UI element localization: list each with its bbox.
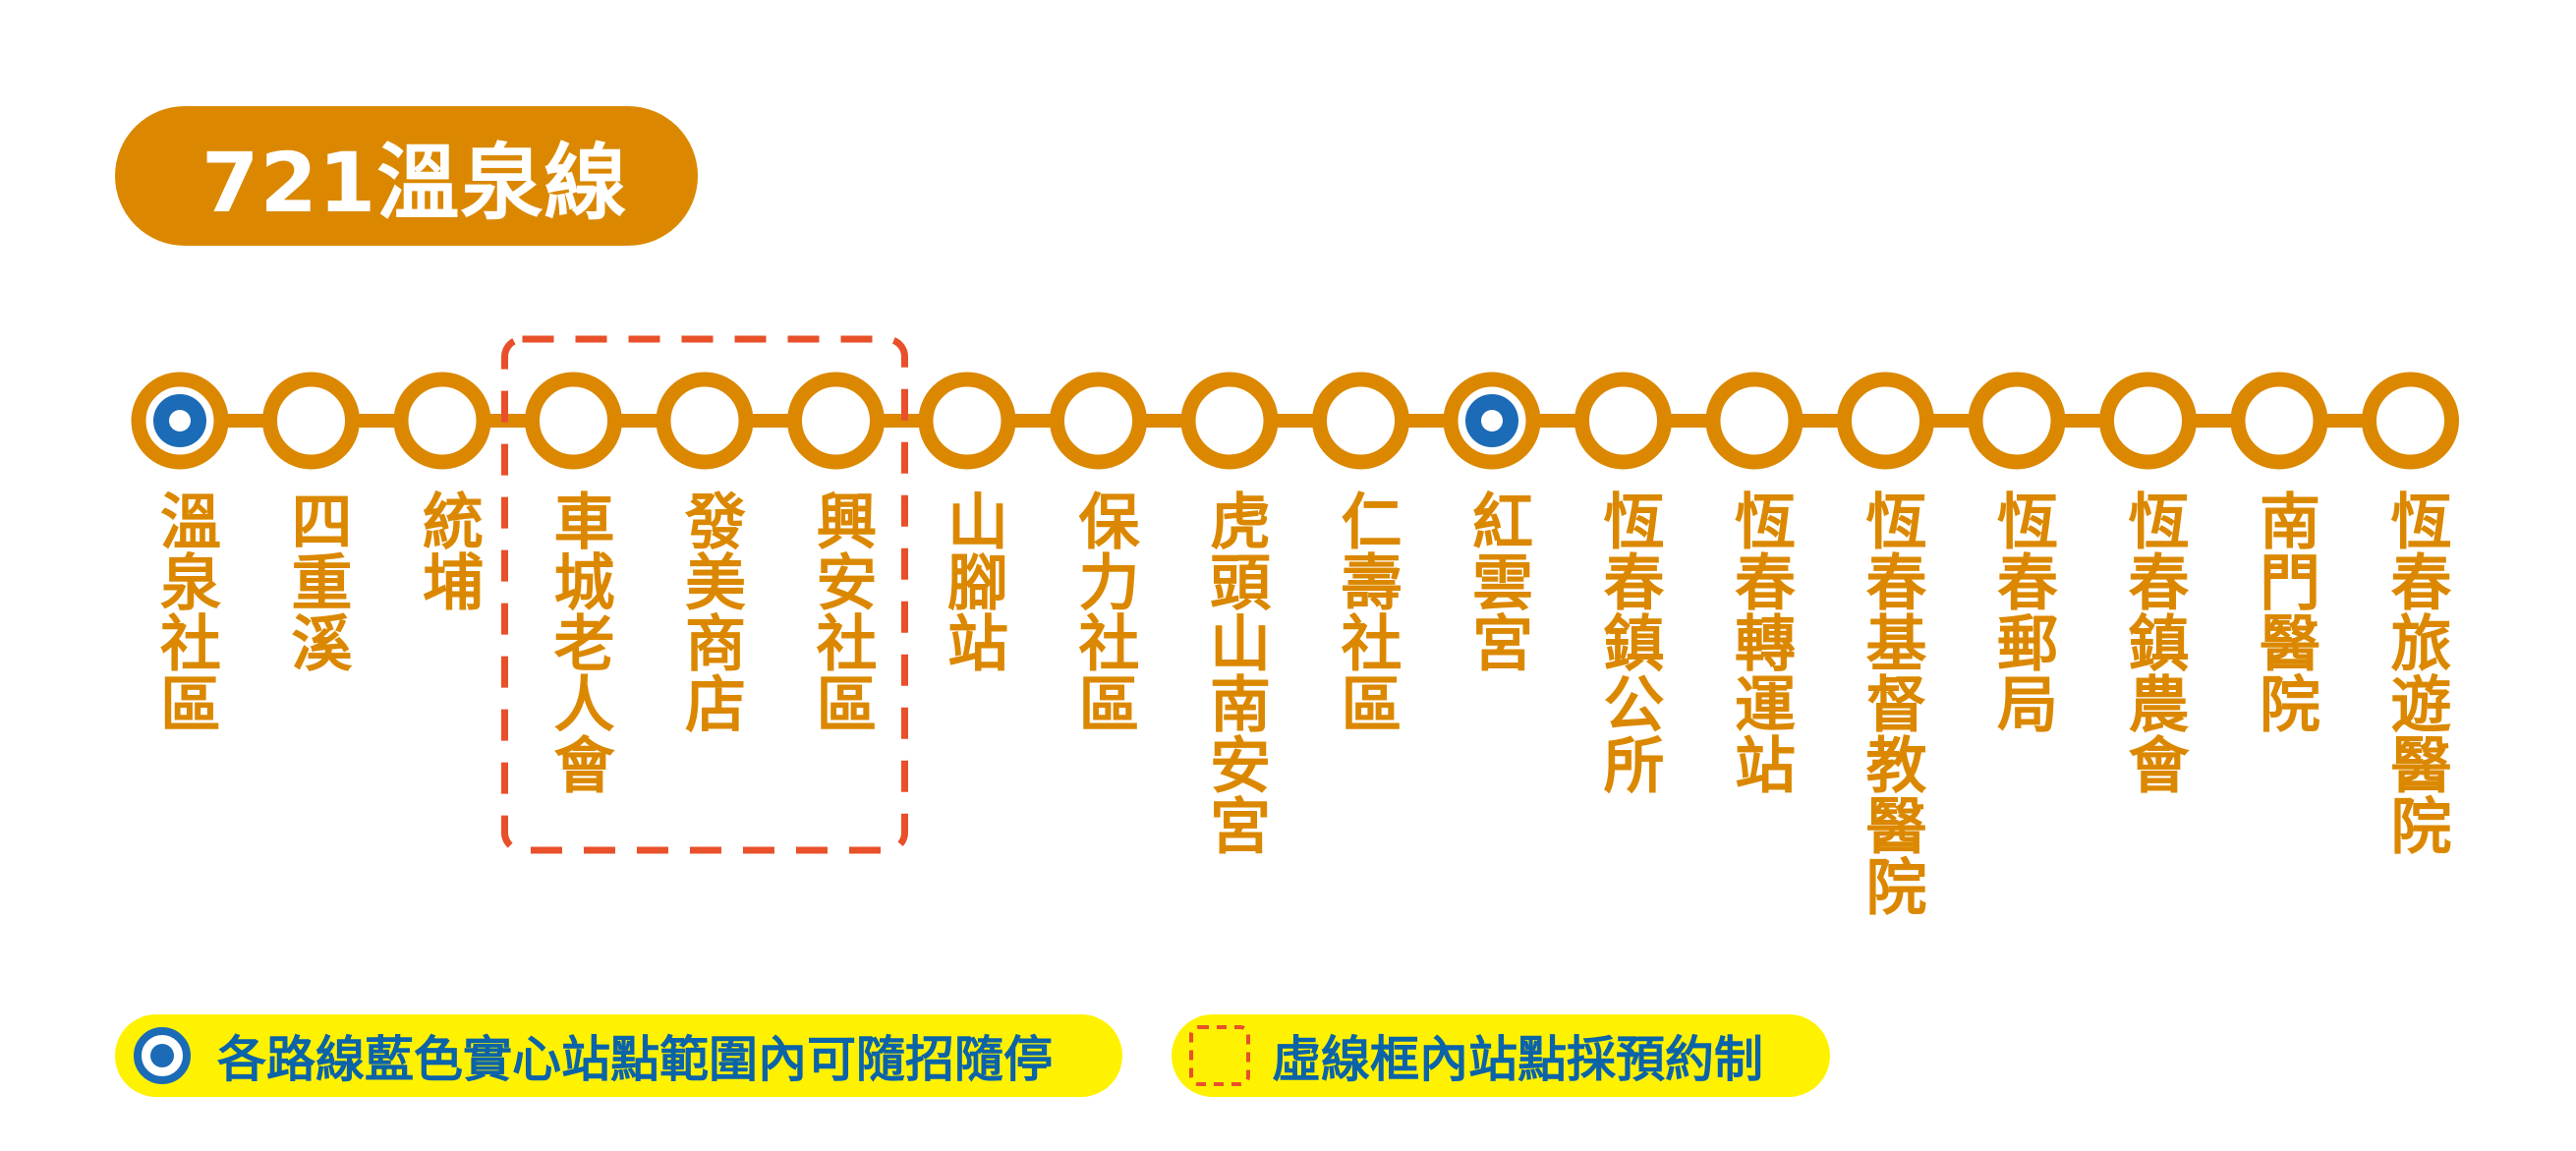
flag-stop-marker: [1443, 372, 1541, 470]
flag-stop-marker: [131, 372, 229, 470]
station-label: 四重溪: [280, 489, 353, 672]
station-marker: [1180, 372, 1279, 470]
station-marker: [656, 372, 754, 470]
legend-flag-stop: 各路線藍色實心站點範圍內可隨招隨停: [115, 1014, 1122, 1097]
station-label: 發美商店: [674, 489, 746, 733]
station-label: 恆春鎮農會: [2117, 489, 2190, 794]
station-marker: [2230, 372, 2328, 470]
station-marker: [1050, 372, 1147, 470]
station-marker: [393, 372, 491, 470]
station-label: 車城老人會: [543, 489, 615, 794]
station-marker: [1837, 372, 1934, 470]
station-marker: [1574, 372, 1672, 470]
reservation-zone-box: [501, 335, 908, 854]
station-label: 虎頭山南安宮: [1199, 489, 1271, 855]
station-label: 保力社區: [1067, 489, 1140, 733]
legend-reservation-text: 虛線框內站點採預約制: [1272, 1031, 1763, 1088]
station-marker: [1705, 372, 1803, 470]
blue-station-icon: [134, 1027, 191, 1084]
station-marker: [787, 372, 885, 470]
station-label: 紅雲宮: [1461, 489, 1533, 672]
station-marker: [525, 372, 622, 470]
station-label: 山腳站: [937, 489, 1008, 672]
station-marker: [2362, 372, 2459, 470]
station-label: 恆春旅遊醫院: [2379, 489, 2452, 855]
station-label: 恆春郵局: [1986, 489, 2058, 733]
station-marker: [2099, 372, 2197, 470]
station-label: 仁壽社區: [1330, 489, 1402, 733]
station-label: 恆春基督教醫院: [1855, 489, 1927, 916]
station-label: 興安社區: [805, 489, 878, 733]
legend-reservation: 虛線框內站點採預約制: [1172, 1014, 1830, 1097]
legend-flag-stop-text: 各路線藍色實心站點範圍內可隨招隨停: [217, 1031, 1053, 1088]
route-title: 721溫泉線: [201, 134, 628, 231]
station-label: 南門醫院: [2249, 489, 2320, 733]
route-badge: 721溫泉線: [115, 106, 698, 246]
station-marker: [1968, 372, 2066, 470]
station-label: 恆春鎮公所: [1592, 489, 1665, 794]
dashed-box-icon: [1189, 1025, 1250, 1086]
station-label: 統埔: [412, 489, 484, 611]
station-label: 恆春轉運站: [1724, 489, 1796, 794]
station-marker: [1312, 372, 1409, 470]
station-marker: [262, 372, 360, 470]
station-marker: [918, 372, 1016, 470]
station-label: 溫泉社區: [149, 489, 221, 733]
